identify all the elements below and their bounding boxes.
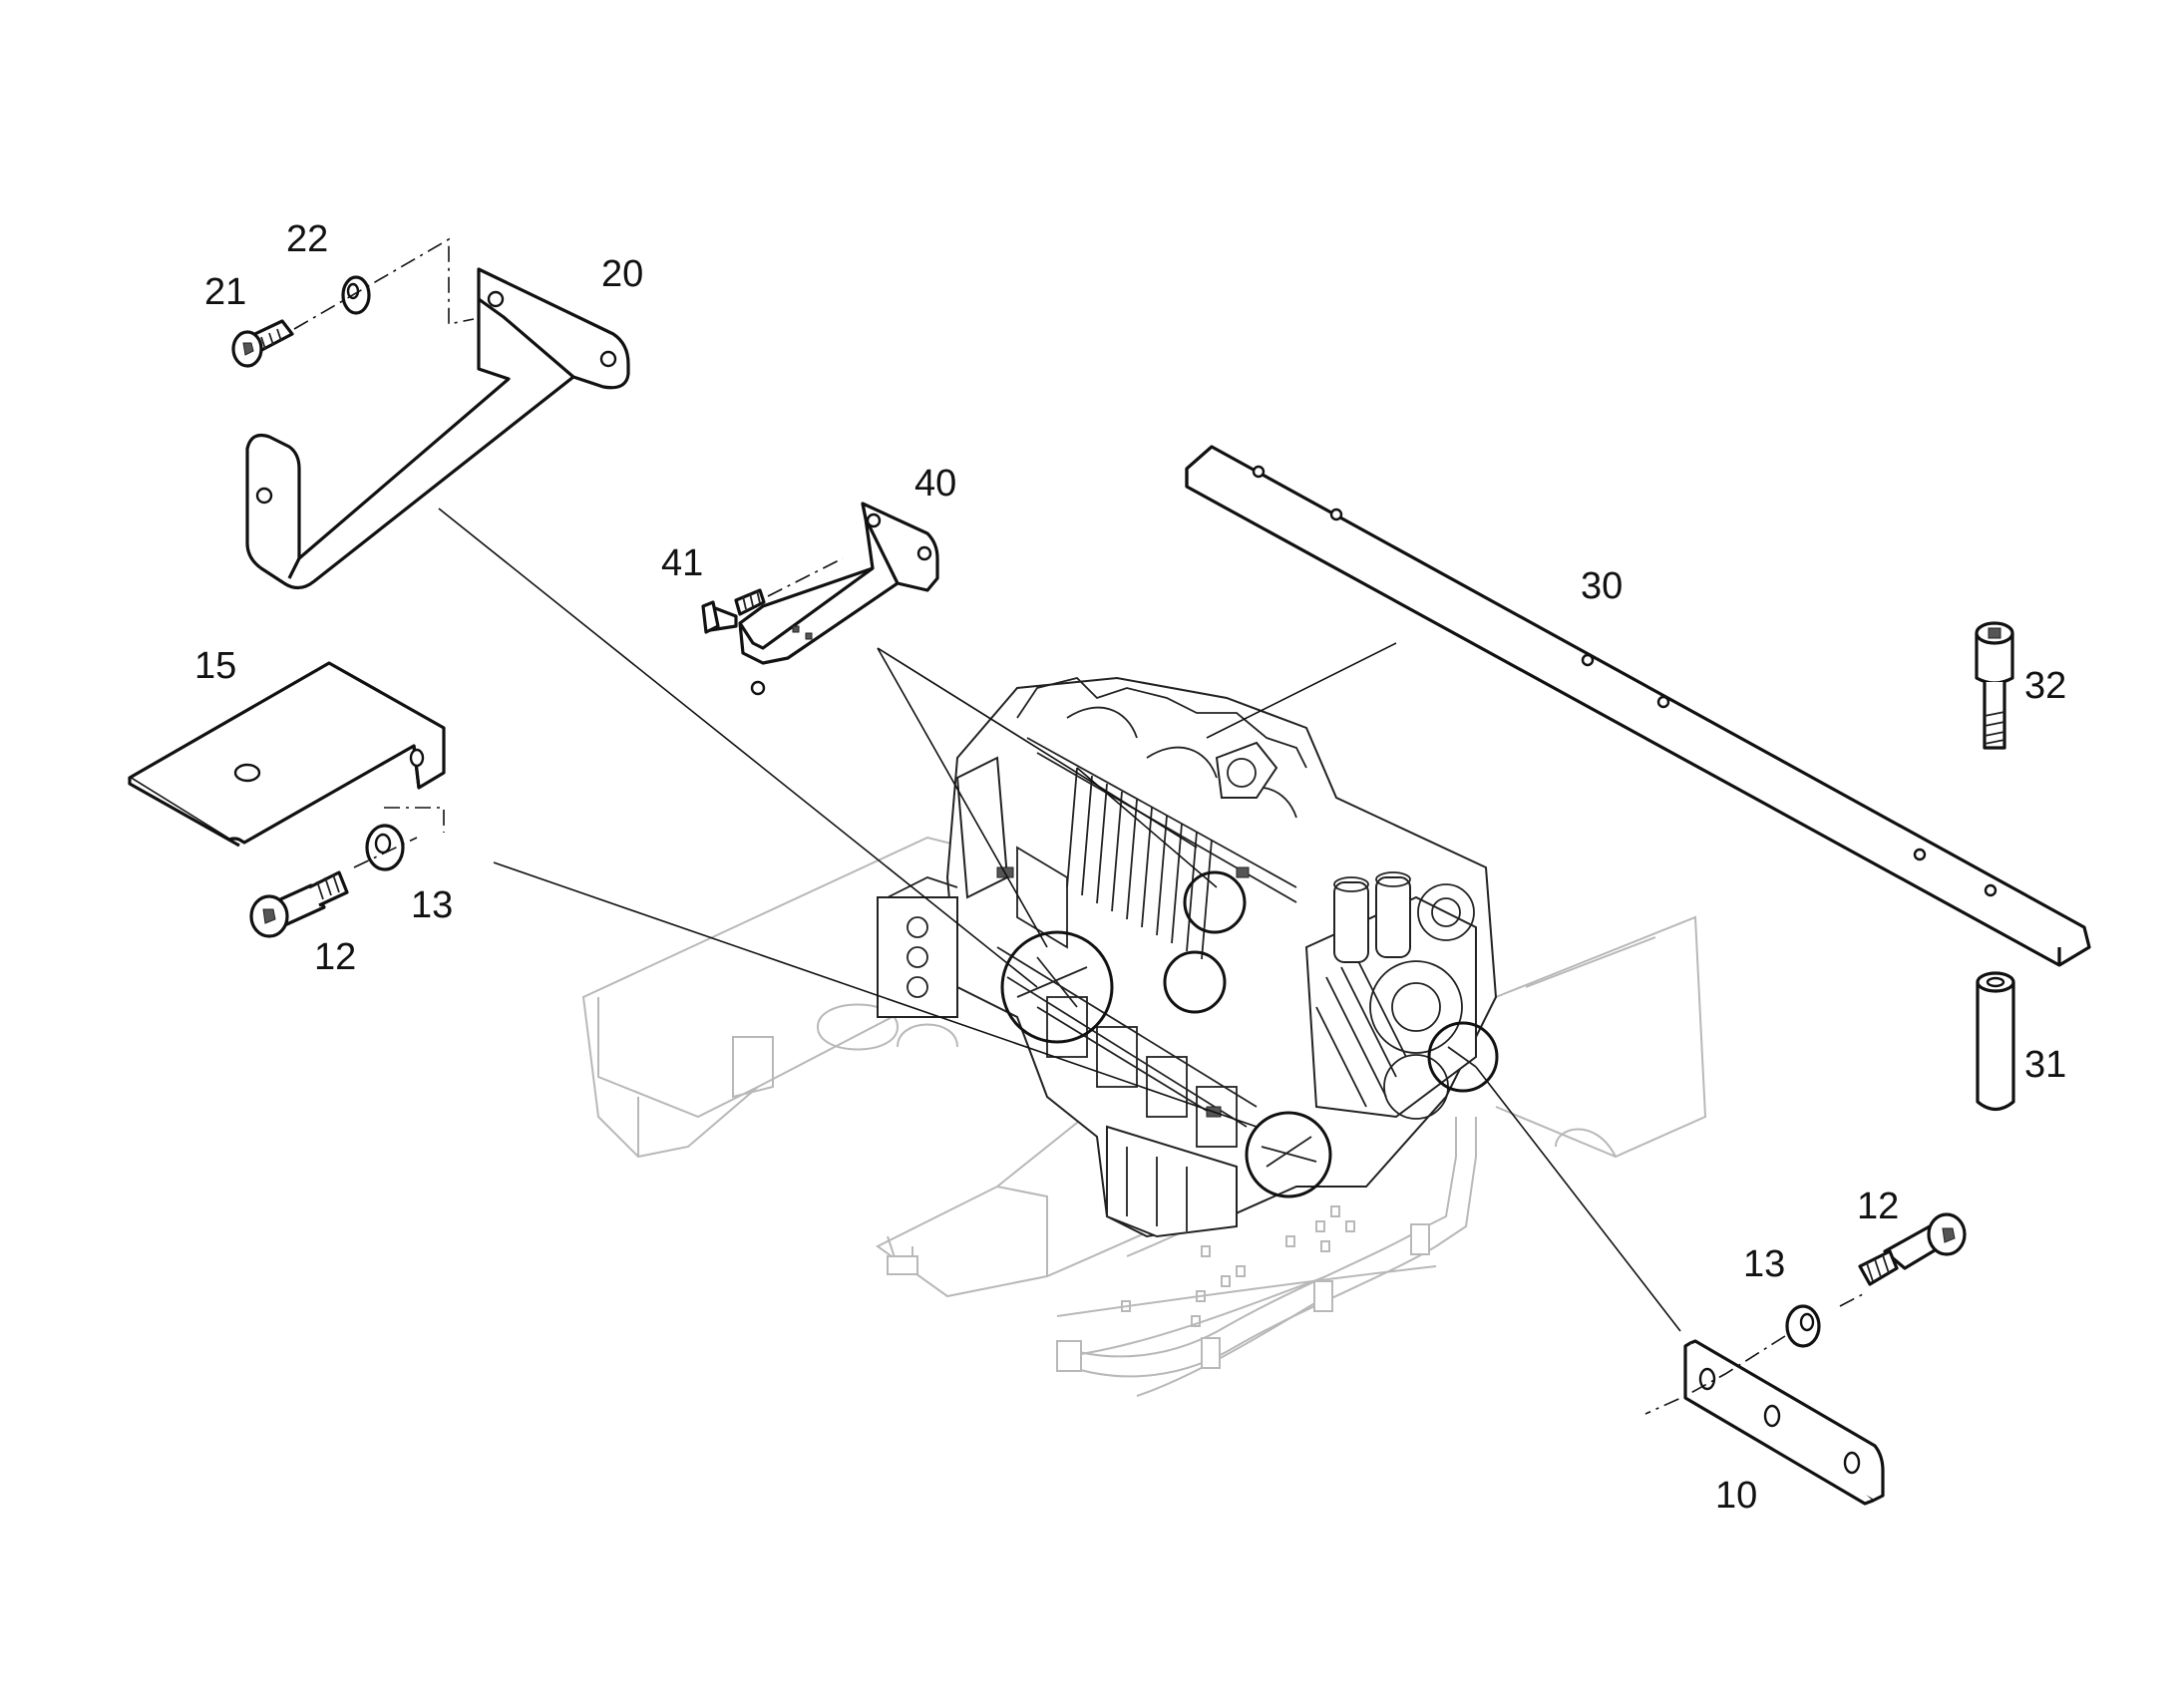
part-40-bracket <box>738 502 939 696</box>
callout-20: 20 <box>601 253 643 295</box>
callout-10: 10 <box>1715 1475 1757 1517</box>
part-41-bolt <box>701 588 766 634</box>
detail-circle-5 <box>1427 1021 1499 1093</box>
callout-21: 21 <box>204 271 246 313</box>
callout-12-right: 12 <box>1857 1186 1899 1227</box>
part-21-bolt <box>231 319 294 368</box>
part-20-bracket <box>245 267 630 590</box>
part-32-bolt <box>1975 621 2014 750</box>
callout-30: 30 <box>1581 565 1623 607</box>
leader-lines <box>438 508 1681 1332</box>
callout-31: 31 <box>2024 1044 2066 1086</box>
detail-circle-4 <box>1245 1111 1332 1198</box>
detail-circle-1 <box>1000 930 1114 1044</box>
part-12-bolt-left <box>249 870 349 938</box>
detail-circle-3 <box>1163 950 1227 1014</box>
part-12-bolt-right <box>1858 1212 1967 1286</box>
part-22-washer <box>341 275 371 315</box>
callout-12-left: 12 <box>314 936 356 978</box>
callout-40: 40 <box>914 463 956 505</box>
callout-13-left: 13 <box>411 884 453 926</box>
engine-block <box>877 676 1498 1238</box>
part-31-spacer <box>1976 971 2015 1112</box>
detail-circles <box>1000 870 1499 1198</box>
part-30-plate <box>1185 445 2091 967</box>
callout-32: 32 <box>2024 665 2066 707</box>
callout-13-right: 13 <box>1743 1243 1785 1285</box>
chassis-frame <box>581 836 1707 1397</box>
detail-circle-2 <box>1183 870 1247 934</box>
part-15-plate <box>128 661 446 848</box>
callout-labels: 20 22 21 40 41 30 32 31 15 13 12 12 13 1… <box>194 218 2066 1517</box>
callout-41: 41 <box>661 542 703 584</box>
part-13-washer-right <box>1785 1304 1821 1348</box>
callout-15: 15 <box>194 645 236 687</box>
part-13-washer-left <box>365 824 405 871</box>
callout-22: 22 <box>286 218 328 260</box>
part-10-plate <box>1683 1339 1885 1506</box>
